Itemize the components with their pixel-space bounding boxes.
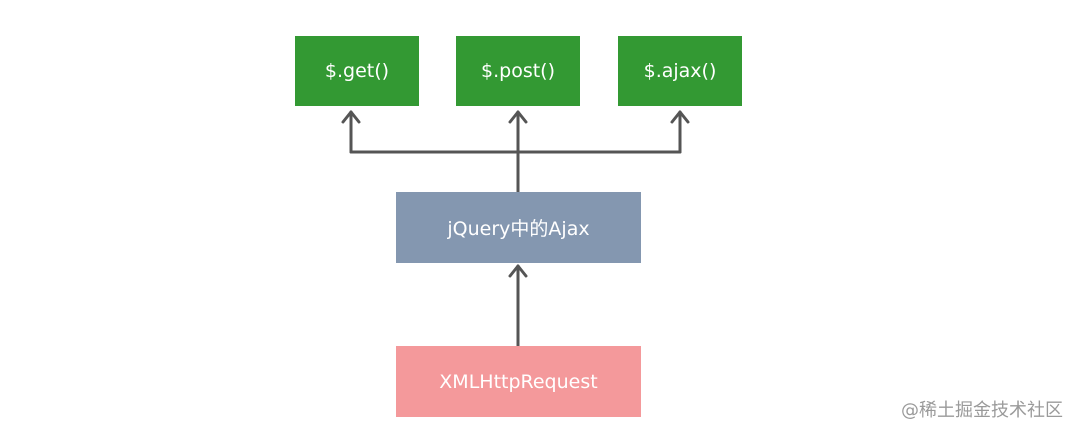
arrowhead-ajax (670, 110, 690, 124)
node-xmlhttprequest-label: XMLHttpRequest (439, 370, 598, 393)
node-post-label: $.post() (481, 60, 555, 82)
watermark: @稀土掘金技术社区 (901, 400, 1063, 421)
node-ajax: $.ajax() (618, 36, 742, 106)
node-jquery-ajax-label: jQuery中的Ajax (447, 218, 590, 240)
arrowhead-post (508, 110, 528, 124)
node-get-label: $.get() (324, 60, 390, 82)
node-post: $.post() (456, 36, 580, 106)
node-jquery-ajax: jQuery中的Ajax (396, 192, 641, 263)
arrow-group (341, 110, 690, 348)
arrowhead-jquery (508, 264, 528, 278)
node-get: $.get() (295, 36, 419, 106)
arrowhead-get (341, 110, 361, 124)
node-ajax-label: $.ajax() (643, 60, 717, 82)
node-xmlhttprequest: XMLHttpRequest (396, 346, 641, 417)
